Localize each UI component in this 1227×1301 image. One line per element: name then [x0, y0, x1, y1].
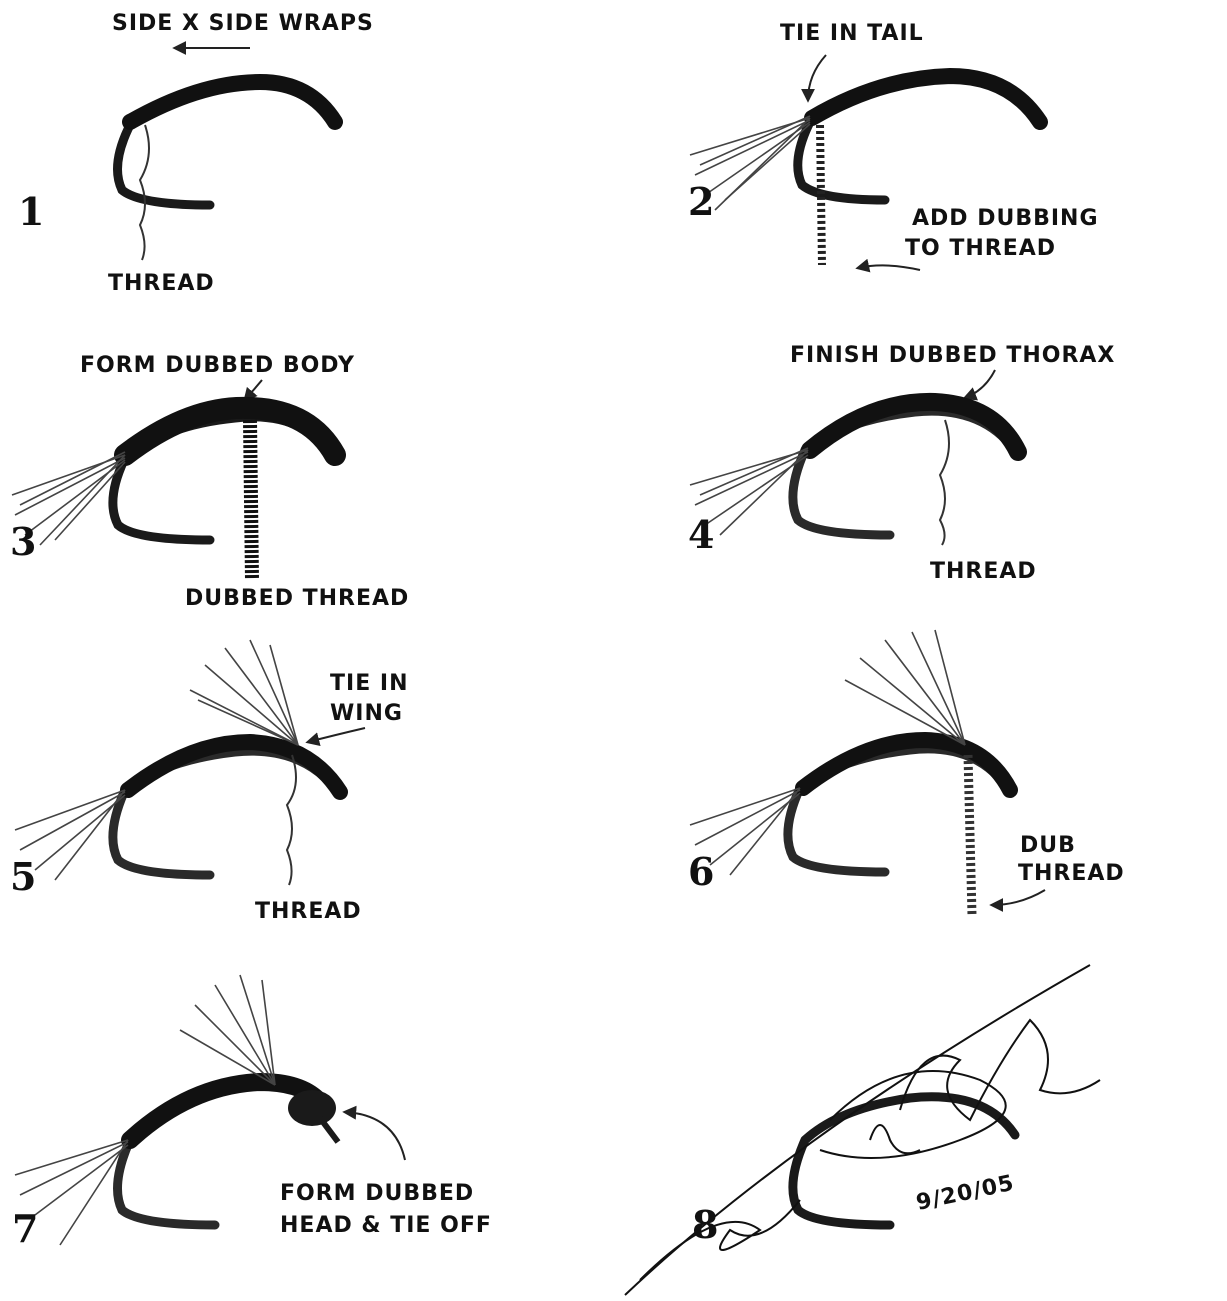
step-1-number: 1	[18, 189, 44, 234]
dub-label: DUB	[1020, 833, 1076, 858]
callout-arrow	[808, 55, 826, 100]
form-dubbed-label: FORM DUBBED	[280, 1181, 474, 1206]
thread-wrap-body	[130, 82, 335, 122]
dubbed-thread	[968, 755, 972, 915]
step-1-caption: SIDE X SIDE WRAPS	[112, 11, 374, 36]
head-tie-off-label: HEAD & TIE OFF	[280, 1213, 492, 1238]
step-5-panel: TIE IN WING 5 THREAD	[10, 640, 408, 924]
step-3-caption: FORM DUBBED BODY	[80, 353, 355, 378]
step-4-number: 4	[688, 512, 714, 557]
thread-line	[140, 125, 149, 260]
callout-arrow	[345, 1112, 405, 1160]
step-3-number: 3	[10, 519, 36, 564]
thread-label: THREAD	[1018, 861, 1125, 886]
step-7-panel: FORM DUBBED HEAD & TIE OFF 7	[12, 975, 492, 1251]
hook	[118, 83, 336, 205]
wing-label: WING	[330, 701, 403, 726]
thread-label: THREAD	[255, 899, 362, 924]
step-4-panel: FINISH DUBBED THORAX 4 THREAD	[688, 343, 1115, 584]
step-2-number: 2	[688, 179, 714, 224]
step-1-panel: SIDE X SIDE WRAPS 1 THREAD	[18, 11, 374, 296]
step-6-panel: DUB THREAD 6	[688, 630, 1125, 915]
dubbed-body	[125, 408, 335, 455]
step-3-panel: FORM DUBBED BODY 3 DUBBED THREAD	[10, 353, 409, 611]
dubbed-thorax	[810, 402, 1018, 452]
thread-wrap-body	[812, 76, 1040, 122]
step-2-panel: TIE IN TAIL 2 ADD DUBBING TO THREAD	[688, 21, 1099, 270]
callout-arrow	[858, 265, 920, 270]
step-4-caption: FINISH DUBBED THORAX	[790, 343, 1115, 368]
dubbed-head	[288, 1090, 336, 1126]
callout-arrow	[308, 728, 365, 742]
step-2-caption: TIE IN TAIL	[780, 21, 924, 46]
callout-arrow	[992, 890, 1045, 905]
step-5-number: 5	[10, 854, 36, 899]
hook-eye	[320, 1118, 338, 1142]
hook	[118, 1140, 216, 1225]
step-6-number: 6	[688, 849, 714, 894]
dubbed-thread	[250, 420, 252, 580]
step-8-number: 8	[692, 1202, 718, 1247]
thread-label: THREAD	[930, 559, 1037, 584]
dubbed-thread-label: DUBBED THREAD	[185, 586, 409, 611]
to-thread-label: TO THREAD	[905, 236, 1056, 261]
hook	[793, 1097, 1015, 1225]
step-8-panel: 9/20/05 8	[625, 965, 1100, 1295]
thread-line	[940, 420, 949, 545]
add-dubbing-label: ADD DUBBING	[912, 206, 1099, 231]
wing-fibers	[180, 975, 275, 1085]
step-7-number: 7	[12, 1206, 38, 1251]
wing-fibers	[190, 640, 298, 745]
thread-line	[287, 755, 296, 885]
wing-fibers	[845, 630, 965, 745]
thread-label: THREAD	[108, 271, 215, 296]
tie-in-label: TIE IN	[330, 671, 408, 696]
dubbed-body	[128, 742, 340, 792]
signature-date: 9/20/05	[914, 1171, 1017, 1216]
callout-arrow	[965, 370, 995, 398]
